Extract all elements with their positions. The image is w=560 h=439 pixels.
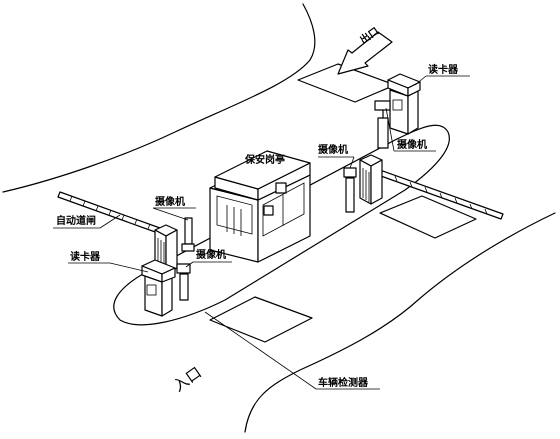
entrance-label: 入口 — [170, 363, 205, 395]
guard-booth-label: 保安岗亭 — [244, 153, 285, 166]
vehicle-detector-label: 车辆检测器 — [318, 376, 369, 389]
camera-left-upper-label: 摄像机 — [155, 195, 185, 208]
card-reader-left-device — [141, 259, 176, 317]
road-edge-right — [244, 212, 556, 433]
card-reader-top-label: 读卡器 — [428, 63, 459, 76]
camera-right-label: 摄像机 — [397, 138, 427, 151]
camera-left-lower-label: 摄像机 — [196, 248, 226, 261]
exit-arrow — [337, 31, 393, 75]
camera-right-device — [374, 100, 391, 149]
card-reader-left-label: 读卡器 — [70, 250, 101, 263]
camera-center-label: 摄像机 — [318, 143, 348, 156]
camera-center-device — [343, 167, 357, 213]
road-edge-top-left — [2, 3, 316, 193]
left-barrier-arm — [57, 191, 161, 234]
vehicle-detector-loop-exit-right — [379, 195, 477, 239]
auto-barrier-label: 自动道闸 — [56, 214, 96, 227]
vehicle-detector-loop-entrance — [209, 296, 313, 343]
guard-booth — [209, 150, 311, 263]
camera-left-upper-device — [181, 217, 195, 252]
camera-left-lower-device — [176, 263, 191, 301]
card-reader-top-device — [387, 73, 421, 135]
right-barrier-post — [359, 154, 383, 205]
